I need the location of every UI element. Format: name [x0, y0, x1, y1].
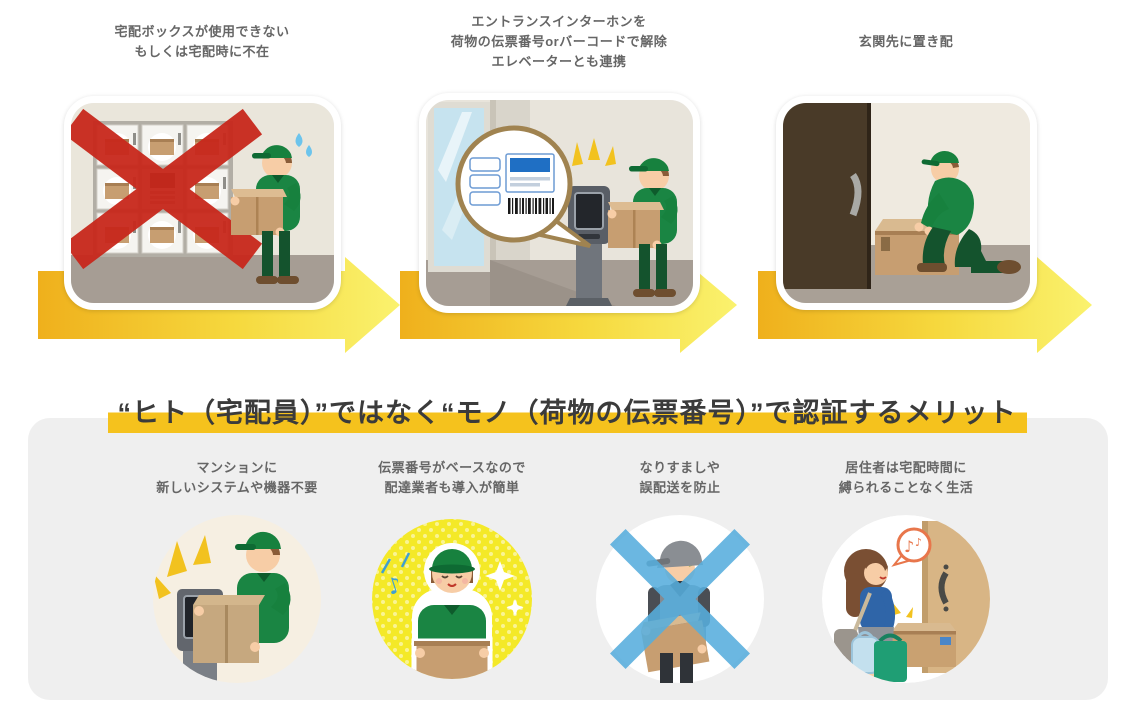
step-illustration-doorstep-dropoff	[776, 96, 1037, 310]
caption-line: エレベーターとも連携	[491, 54, 627, 69]
benefit-caption-4: 居住者は宅配時間に 縛られることなく生活	[776, 458, 1036, 498]
benefit-illustration-easy-adoption: ♪	[368, 515, 536, 683]
courier-with-package	[607, 158, 678, 297]
benefit-caption-1: マンションに 新しいシステムや機器不要	[107, 458, 367, 498]
caption-line: なりすましや	[639, 460, 721, 475]
red-x-mark	[71, 108, 263, 270]
caption-line: もしくは宅配時に不在	[134, 44, 270, 59]
step-caption-2: エントランスインターホンを 荷物の伝票番号orバーコードで解除 エレベーターとも…	[379, 12, 739, 72]
headline-highlight: “ヒト（宅配員）”ではなく“モノ（荷物の伝票番号）”で認証するメリット	[107, 398, 1027, 433]
benefit-caption-3: なりすましや 誤配送を防止	[550, 458, 810, 498]
alert-sparks	[572, 138, 616, 166]
caption-line: 配達業者も導入が簡単	[384, 480, 520, 495]
benefit-illustration-no-new-equipment	[153, 515, 321, 683]
step-caption-3: 玄関先に置き配	[726, 32, 1086, 52]
intercom-kiosk	[566, 186, 612, 306]
sparkles	[485, 561, 524, 616]
blue-x-mark	[609, 528, 751, 670]
alert-sparks	[153, 535, 211, 599]
resident-woman	[834, 549, 907, 683]
caption-line: 荷物の伝票番号orバーコードで解除	[450, 34, 668, 49]
courier-with-package	[193, 531, 291, 663]
step-illustration-lockers-unavailable	[64, 96, 341, 310]
front-door	[783, 103, 871, 289]
svg-text:♪: ♪	[915, 536, 922, 549]
speech-bubble-shipping-label	[455, 125, 592, 248]
caption-line: 宅配ボックスが使用できない	[114, 24, 290, 39]
caption-line: マンションに	[196, 460, 278, 475]
caption-line: 誤配送を防止	[639, 480, 721, 495]
benefit-illustration-prevent-impersonation	[596, 515, 764, 683]
caption-line: 居住者は宅配時間に	[845, 460, 967, 475]
courier-kneeling	[914, 150, 1021, 274]
caption-line: 縛られることなく生活	[838, 480, 974, 495]
benefit-caption-2: 伝票番号がベースなので 配達業者も導入が簡単	[322, 458, 582, 498]
step-caption-1: 宅配ボックスが使用できない もしくは宅配時に不在	[22, 22, 382, 62]
happy-courier	[411, 543, 493, 679]
barcode	[508, 198, 554, 214]
step-illustration-intercom-unlock	[419, 93, 700, 313]
svg-text:♪: ♪	[904, 537, 914, 556]
section-headline: “ヒト（宅配員）”ではなく“モノ（荷物の伝票番号）”で認証するメリット	[0, 391, 1134, 433]
music-note-bubble: ♪ ♪	[891, 527, 932, 567]
caption-line: 新しいシステムや機器不要	[156, 480, 318, 495]
courier-with-package	[230, 133, 312, 284]
caption-line: 玄関先に置き配	[858, 34, 954, 49]
caption-line: 伝票番号がベースなので	[378, 460, 526, 475]
benefit-illustration-resident-freedom: ♪ ♪	[822, 515, 990, 683]
caption-line: エントランスインターホンを	[471, 14, 647, 29]
